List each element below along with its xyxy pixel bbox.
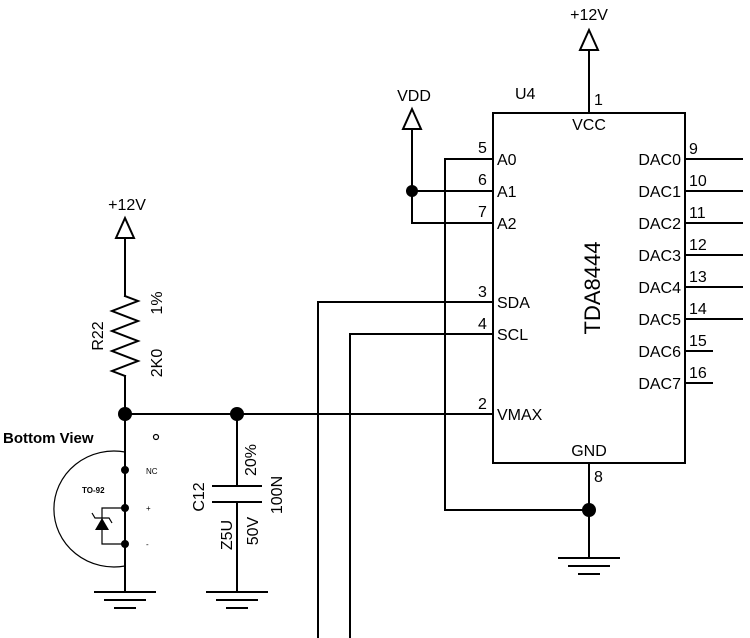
r22-ref: R22: [90, 321, 107, 350]
bottom-view-label: Bottom View: [3, 430, 94, 447]
pin-dac2-number: 11: [689, 205, 706, 222]
gnd-junction-dot: [582, 503, 596, 517]
r22-tolerance: 1%: [149, 291, 166, 314]
pin-a2-number: 7: [478, 204, 487, 221]
pin-scl-name: SCL: [497, 327, 528, 344]
c12-ref: C12: [191, 482, 208, 511]
gnd-pin-name: GND: [571, 443, 607, 460]
pin-dac6-number: 15: [689, 333, 707, 350]
c12-tolerance: 20%: [243, 444, 260, 476]
c12-dielectric: Z5U: [219, 520, 236, 550]
pin-plus-label: +: [146, 504, 151, 513]
pin-dac5-number: 14: [689, 301, 707, 318]
ic-u4: U4 TDA8444 1 VCC 8 GND 5 A0 6 A1 7 A2 3 …: [124, 49, 743, 559]
pin-a0-number: 5: [478, 140, 487, 157]
vdd-junction-dot: [406, 185, 418, 197]
pin-vmax-name: VMAX: [497, 407, 543, 424]
vdd-arrow-icon: [401, 106, 423, 130]
c12-voltage: 50V: [245, 516, 262, 545]
pin-nc-dot: [121, 466, 129, 474]
pin-sda-name: SDA: [497, 295, 530, 312]
vdd-power-label: VDD: [397, 88, 431, 105]
pin-dac0-name: DAC0: [638, 152, 681, 169]
r22-supply-arrow-icon: [114, 215, 136, 239]
pin-dac5-name: DAC5: [638, 312, 681, 329]
vdd-power-symbol: VDD: [397, 88, 431, 224]
pin-a1-number: 6: [478, 172, 487, 189]
r22-supply-label: +12V: [108, 197, 146, 214]
vcc-power-label: +12V: [570, 7, 608, 24]
pin-vmax-number: 2: [478, 396, 487, 413]
zener-diode-icon: [95, 518, 109, 530]
pin-dac2-name: DAC2: [638, 216, 681, 233]
pin1-marker-icon: [152, 433, 160, 441]
vcc-pin-name: VCC: [572, 117, 606, 134]
pin-a0-name: A0: [497, 152, 517, 169]
pin-minus-label: -: [146, 540, 149, 549]
ic-part-label: TDA8444: [580, 242, 605, 335]
pin-dac4-number: 13: [689, 269, 707, 286]
r22-value: 2K0: [149, 349, 166, 378]
vcc-arrow-icon: [578, 27, 600, 51]
gnd-pin-number: 8: [594, 469, 603, 486]
r22-power-symbol: +12V: [108, 197, 146, 239]
to92-outline-icon: [53, 450, 126, 568]
pin-nc-label: NC: [146, 467, 158, 476]
pin-dac6-name: DAC6: [638, 344, 681, 361]
pin-dac7-number: 16: [689, 365, 707, 382]
pin-dac1-name: DAC1: [638, 184, 681, 201]
pin-dac3-number: 12: [689, 237, 707, 254]
pin-dac3-name: DAC3: [638, 248, 681, 265]
pin-dac4-name: DAC4: [638, 280, 681, 297]
pin-scl-number: 4: [478, 316, 487, 333]
c12-value: 100N: [269, 476, 286, 514]
pin-sda-number: 3: [478, 284, 487, 301]
pin-a2-name: A2: [497, 216, 517, 233]
ic-ground-symbol: [558, 557, 620, 575]
pin-a1-name: A1: [497, 184, 517, 201]
capacitor-c12: C12 20% 100N Z5U 50V: [191, 413, 286, 609]
a0-ground-net: [444, 158, 596, 517]
to92-package-label: TO-92: [82, 486, 105, 495]
reference-diode-to92: Bottom View TO-92 NC + -: [3, 413, 160, 609]
pin-dac1-number: 10: [689, 173, 707, 190]
vcc-pin-number: 1: [594, 92, 603, 109]
pin-dac0-number: 9: [689, 141, 698, 158]
resistor-r22-icon: [109, 294, 141, 378]
pin-dac7-name: DAC7: [638, 376, 681, 393]
ic-ref-label: U4: [515, 86, 536, 103]
vcc-power-symbol: +12V: [570, 7, 608, 51]
